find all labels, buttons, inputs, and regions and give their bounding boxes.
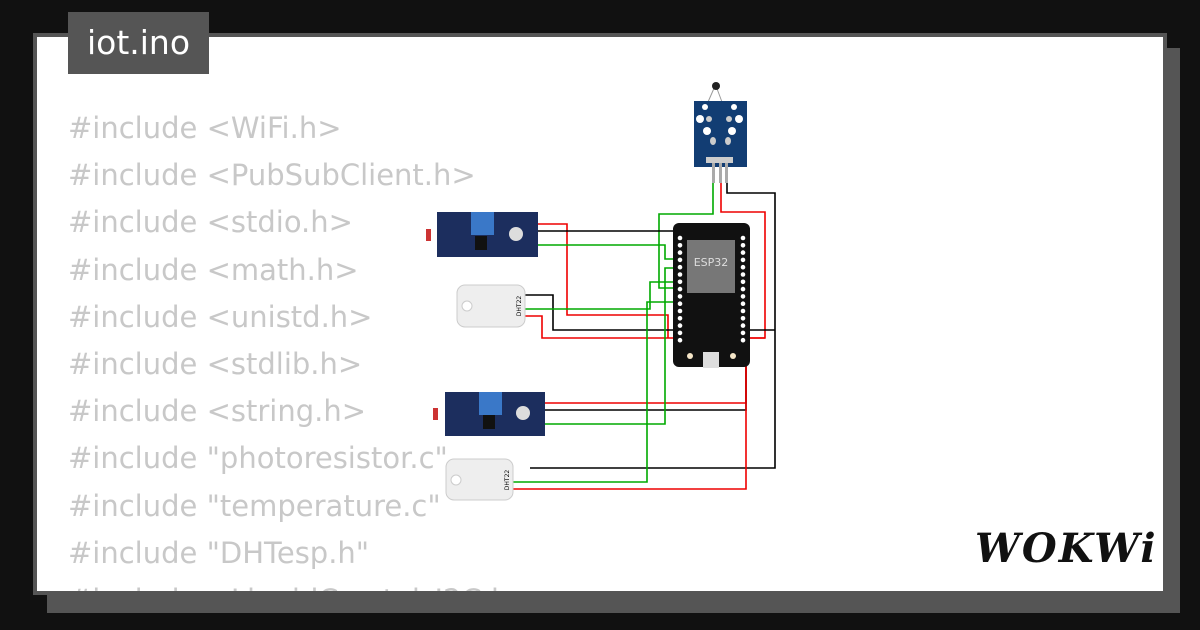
code-line: #include <math.h>: [68, 252, 359, 287]
esp32-pin: [677, 337, 683, 343]
dht22-sensor-2[interactable]: DHT22: [445, 458, 514, 501]
esp32-pin: [677, 301, 683, 307]
esp32-pin: [740, 272, 746, 277]
code-line: #include <string.h>: [68, 394, 367, 429]
sketch-title: iot.ino: [68, 12, 209, 74]
code-line: #include "photoresistor.c": [68, 441, 448, 476]
wire-dht2-data: [513, 301, 676, 483]
temperature-sensor-module[interactable]: [694, 82, 747, 183]
dht22-label: DHT22: [516, 296, 523, 317]
wire-temp-gnd: [530, 183, 776, 469]
wire-dht1-data: [525, 281, 676, 310]
wire-ldr1-vcc: [538, 223, 669, 338]
esp32-pin: [740, 235, 746, 241]
wire-dht1-gnd: [525, 294, 676, 331]
esp32-pin: [677, 243, 683, 248]
esp32-pin: [740, 337, 746, 343]
code-line: #include <unistd.h>: [68, 299, 373, 334]
code-line: #include "temperature.c": [68, 488, 441, 523]
esp32-pin: [740, 257, 746, 263]
dht22-label: DHT22: [504, 470, 511, 491]
wire-dht2-vcc: [513, 338, 747, 490]
photoresistor-module-1[interactable]: [426, 212, 538, 257]
code-line: #include <PubSubClient.h>: [68, 158, 476, 193]
esp32-pin: [677, 323, 683, 328]
esp32-pin: [740, 330, 746, 336]
code-line: #include <WiFi.h>: [68, 111, 342, 145]
esp32-pin: [677, 250, 683, 255]
code-line: #include <LiquidCrystal_I2C.h>: [68, 577, 534, 591]
esp32-pin: [740, 308, 746, 314]
esp32-pin: [740, 286, 746, 292]
esp32-pin: [677, 279, 683, 285]
esp32-label: ESP32: [694, 256, 729, 269]
esp32-pin: [740, 243, 746, 248]
esp32-pin: [677, 272, 683, 277]
esp32-pin: [740, 316, 746, 321]
esp32-pin: [677, 257, 683, 263]
esp32-pin: [740, 279, 746, 285]
thermistor-icon: [712, 82, 720, 90]
wire-ldr2-ao: [545, 267, 676, 425]
esp32-pin: [677, 308, 683, 314]
esp32-pin: [740, 250, 746, 255]
esp32-pin: [740, 301, 746, 307]
esp32-pin: [677, 330, 683, 336]
code-line: #include <stdlib.h>: [68, 347, 363, 382]
wires: [513, 183, 776, 490]
esp32-board[interactable]: ESP32: [673, 223, 750, 368]
wokwi-logo: WOKWi: [975, 525, 1158, 572]
wire-dht1-vcc: [525, 315, 765, 339]
esp32-pin: [677, 264, 683, 270]
usb-port: [703, 352, 719, 368]
photoresistor-module-2[interactable]: [433, 392, 545, 436]
code-preview: #include <WiFi.h> #include <PubSubClient…: [68, 105, 534, 591]
esp32-pin: [677, 294, 683, 299]
esp32-pin: [677, 235, 683, 241]
preview-card: #include <WiFi.h> #include <PubSubClient…: [33, 33, 1167, 595]
esp32-pin: [740, 264, 746, 270]
dht22-sensor-1[interactable]: DHT22: [456, 284, 526, 328]
wire-ldr1-ao: [538, 244, 676, 260]
esp32-pin: [677, 286, 683, 292]
esp32-pin: [740, 323, 746, 328]
esp32-pin: [740, 294, 746, 299]
code-line: #include "DHTesp.h": [68, 535, 370, 570]
code-line: #include <stdio.h>: [68, 205, 353, 240]
esp32-pin: [677, 316, 683, 321]
